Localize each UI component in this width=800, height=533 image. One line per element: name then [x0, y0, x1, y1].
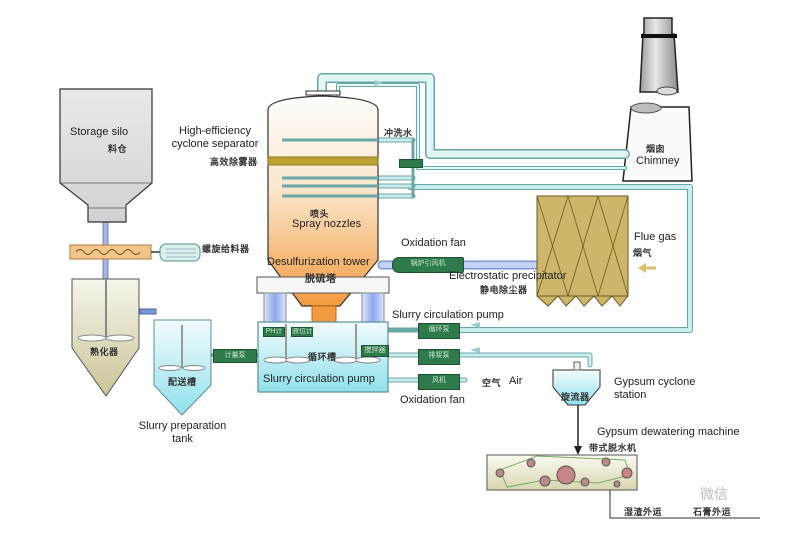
- gypsum-dewatering-cn-label: 带式脱水机: [589, 443, 637, 453]
- spray-nozzles-cn-label: 喷头: [310, 209, 330, 219]
- boiler-induced-fan: 锅炉引风机: [392, 257, 464, 273]
- circulation-tank-cn-label: 循环槽: [308, 352, 337, 362]
- desulfurization-tower: [256, 90, 390, 325]
- precipitator-cn-label: 静电除尘器: [480, 285, 528, 295]
- gypsum-out-cn-label: 石膏外运: [693, 507, 732, 517]
- precipitator-label: Electrostatic precipitator: [449, 270, 567, 282]
- air-label: Air: [509, 375, 523, 387]
- oxidation-fan-box: 风机: [418, 374, 460, 390]
- chimney-label: Chimney: [636, 155, 680, 167]
- discharge-pump-box: 排浆泵: [418, 349, 460, 365]
- belt-dewatering-machine: [486, 454, 760, 519]
- gypsum-dewatering-label: Gypsum dewatering machine: [597, 426, 740, 438]
- ph-meter-box: PH计: [263, 327, 285, 337]
- screw-feeder: [69, 243, 201, 262]
- metering-pump: 计量泵: [213, 349, 257, 363]
- chimney-cn-label: 烟囱: [646, 144, 666, 154]
- slurry-prep-tank: [153, 319, 212, 416]
- gypsum-cyclone-label: Gypsum cyclone station: [614, 376, 696, 401]
- storage-silo: [59, 88, 153, 223]
- circulation-tank-label: Slurry circulation pump: [263, 373, 375, 385]
- flow-arrows: [375, 80, 480, 353]
- slurry-circulation-pump-label: Slurry circulation pump: [392, 309, 504, 321]
- slaker-tank: [71, 278, 140, 397]
- flush-water-valve: [399, 159, 423, 168]
- oxidation-fan-bottom-label: Oxidation fan: [400, 394, 465, 406]
- flue-gas-label: Flue gas: [634, 231, 677, 243]
- prep-tank-cn-label: 配送槽: [168, 377, 197, 387]
- spray-nozzles-label: Spray nozzles: [292, 218, 362, 230]
- flue-gas-cn-label: 烟气: [633, 248, 653, 258]
- screw-feeder-cn-label: 螺旋给料器: [202, 244, 250, 254]
- cyclone-separator-cn-label: 高效除雾器: [210, 157, 258, 167]
- gypsum-cyclone: [552, 361, 601, 406]
- storage-silo-cn-label: 料仓: [108, 144, 128, 154]
- agitator-box: 搅拌器: [361, 345, 389, 357]
- wet-slag-cn-label: 湿渣外运: [624, 507, 663, 517]
- cyclone-separator-label: High-efficiency cyclone separator: [171, 125, 259, 150]
- level-meter-box: 液位计: [291, 327, 313, 337]
- electrostatic-precipitator: [536, 195, 656, 307]
- gypsum-cyclone-cn-label: 旋流器: [561, 392, 590, 402]
- watermark: 微信: [700, 486, 728, 502]
- desulfurization-tower-label: Desulfurization tower: [267, 256, 370, 268]
- desulfurization-tower-cn-label: 脱硫塔: [305, 274, 337, 285]
- flush-water-cn-label: 冲洗水: [384, 128, 413, 138]
- oxidation-fan-top-label: Oxidation fan: [401, 237, 466, 249]
- air-cn-label: 空气: [482, 378, 502, 388]
- slaker-cn-label: 熟化器: [90, 347, 119, 357]
- slurry-prep-tank-label: Slurry preparation tank: [138, 420, 227, 445]
- storage-silo-label: Storage silo: [70, 126, 129, 138]
- chimney: [622, 17, 693, 182]
- slurry-circulation-pump-box: 循环泵: [418, 323, 460, 339]
